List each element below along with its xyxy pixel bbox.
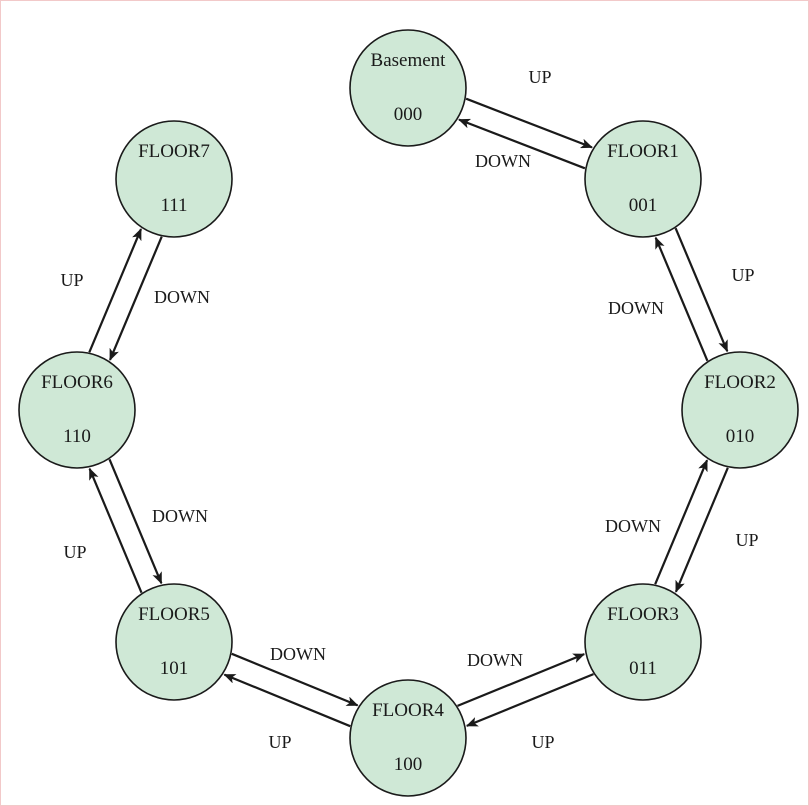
state-circle <box>681 351 799 469</box>
arrow-floor5-to-floor6 <box>88 467 143 594</box>
label-floor6-to-floor7: UP <box>60 270 83 290</box>
arrow-floor4-to-floor5 <box>223 673 351 728</box>
transition-labels: UP DOWN UP DOWN UP DOWN UP DOWN UP DOWN UP DOWN UP DO… <box>60 67 758 752</box>
label-basement-to-floor1: UP <box>528 67 551 87</box>
arrow-floor6-to-floor7 <box>88 228 143 353</box>
arrow-floor2-to-floor3 <box>674 467 729 593</box>
state-name: FLOOR3 <box>607 604 679 625</box>
arrow-floor3-to-floor2 <box>654 459 709 585</box>
state-circle <box>115 583 233 701</box>
state-code: 010 <box>726 426 755 447</box>
state-floor3: FLOOR3 011 <box>584 583 702 701</box>
state-name: FLOOR7 <box>138 141 210 162</box>
state-code: 101 <box>160 658 189 679</box>
state-circle <box>584 120 702 238</box>
state-name: FLOOR1 <box>607 141 679 162</box>
state-floor7: FLOOR7 111 <box>115 120 233 238</box>
state-circle <box>18 351 136 469</box>
label-floor5-to-floor4: DOWN <box>270 644 326 664</box>
label-floor3-to-floor4: UP <box>531 732 554 752</box>
state-nodes: Basement000FLOOR1001FLOOR2010FLOOR3011FL… <box>18 29 799 797</box>
label-floor2-to-floor1: DOWN <box>608 298 664 318</box>
arrow-floor7-to-floor6 <box>108 236 163 361</box>
state-code: 100 <box>394 754 423 775</box>
state-floor6: FLOOR6 110 <box>18 351 136 469</box>
state-code: 111 <box>160 195 187 216</box>
state-floor4: FLOOR4 100 <box>349 679 467 797</box>
arrow-floor6-to-floor5 <box>108 458 163 585</box>
state-basement: Basement 000 <box>349 29 467 147</box>
arrow-floor2-to-floor1 <box>654 236 709 362</box>
arrow-floor1-to-basement <box>458 118 586 170</box>
arrow-floor4-to-floor3 <box>457 653 586 707</box>
state-code: 110 <box>63 426 91 447</box>
label-floor4-to-floor5: UP <box>268 732 291 752</box>
state-name: FLOOR4 <box>372 700 444 721</box>
label-floor3-to-floor2: DOWN <box>605 516 661 536</box>
state-circle <box>349 29 467 147</box>
transition-arrows <box>88 97 729 728</box>
state-circle <box>349 679 467 797</box>
state-floor5: FLOOR5 101 <box>115 583 233 701</box>
arrow-floor5-to-floor4 <box>231 652 359 707</box>
arrow-floor3-to-floor4 <box>465 673 594 727</box>
state-code: 001 <box>629 195 658 216</box>
state-name: FLOOR2 <box>704 372 776 393</box>
state-floor1: FLOOR1 001 <box>584 120 702 238</box>
state-code: 000 <box>394 104 423 125</box>
label-floor1-to-basement: DOWN <box>475 151 531 171</box>
arrow-floor1-to-floor2 <box>674 227 729 353</box>
state-name: Basement <box>371 50 447 71</box>
label-floor6-to-floor5: DOWN <box>152 506 208 526</box>
label-floor5-to-floor6: UP <box>63 542 86 562</box>
label-floor2-to-floor3: UP <box>735 530 758 550</box>
arrow-basement-to-floor1 <box>465 97 593 149</box>
label-floor7-to-floor6: DOWN <box>154 287 210 307</box>
state-code: 011 <box>629 658 657 679</box>
state-floor2: FLOOR2 010 <box>681 351 799 469</box>
state-name: FLOOR5 <box>138 604 210 625</box>
state-circle <box>584 583 702 701</box>
label-floor1-to-floor2: UP <box>731 265 754 285</box>
label-floor4-to-floor3: DOWN <box>467 650 523 670</box>
state-name: FLOOR6 <box>41 372 113 393</box>
state-circle <box>115 120 233 238</box>
